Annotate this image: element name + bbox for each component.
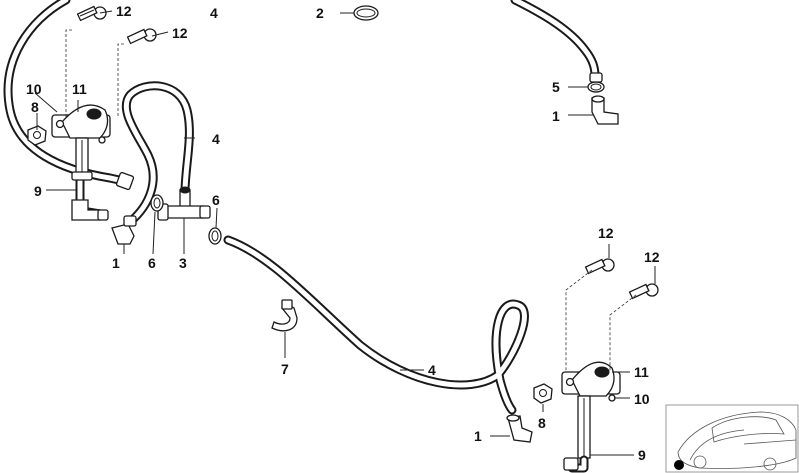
label-12-a: 12 (116, 3, 132, 19)
label-8-right: 8 (538, 415, 546, 431)
label-11-right: 11 (634, 364, 649, 380)
label-1-left: 1 (112, 255, 120, 271)
label-4-top: 4 (210, 5, 218, 21)
bolt-right-1 (584, 258, 615, 275)
label-12-b: 12 (172, 25, 188, 41)
elbow-connector-right-bottom (506, 414, 533, 443)
label-8-left: 8 (31, 99, 39, 115)
label-1-right-top: 1 (552, 108, 560, 124)
elbow-connector-left-bottom (71, 199, 109, 221)
holder-clip-7 (271, 299, 298, 332)
bolt-right-2 (628, 283, 659, 300)
label-12-c: 12 (598, 225, 614, 241)
elbow-connector-right-top (591, 95, 619, 125)
label-7: 7 (281, 361, 289, 377)
washer-jet-nozzle-left (51, 104, 111, 181)
label-4-middle: 4 (212, 131, 220, 147)
label-3: 3 (179, 255, 187, 271)
label-11-left: 11 (72, 81, 87, 97)
label-9-left: 9 (34, 183, 42, 199)
hose-top-right (510, 0, 600, 81)
nut-left (27, 125, 47, 146)
location-marker-icon (674, 460, 684, 470)
label-12-d: 12 (644, 249, 660, 265)
label-6-left: 6 (148, 255, 156, 271)
hose-clip-right (208, 227, 222, 245)
car-thumbnail (665, 404, 799, 473)
label-10-right: 10 (634, 391, 650, 407)
t-connector (157, 186, 211, 221)
bolt-left-top (76, 5, 107, 22)
elbow-connector-middle (111, 215, 137, 245)
washer-jet-nozzle-right (561, 361, 621, 459)
label-9-right: 9 (638, 447, 646, 463)
hose-clip-5 (587, 72, 605, 93)
label-4-bottom: 4 (428, 362, 436, 378)
hose-right-bottom (563, 455, 589, 473)
callout-labels: 12 4 12 10 11 8 4 9 6 1 6 3 2 5 1 12 12 … (26, 3, 660, 463)
nut-right (533, 383, 553, 404)
label-2: 2 (316, 5, 324, 21)
hose-middle-loop (121, 81, 194, 227)
hose-long (223, 235, 529, 415)
car-outline-icon (677, 411, 797, 471)
hose-clamp-2 (353, 5, 379, 21)
label-5: 5 (552, 79, 560, 95)
bolt-left-second (126, 28, 157, 45)
label-10-left: 10 (26, 81, 42, 97)
label-1-right-bottom: 1 (474, 428, 482, 444)
leader-lines (34, 10, 656, 456)
hose-end-left (115, 171, 135, 191)
hose-clip-left (150, 194, 164, 212)
label-6-right: 6 (212, 192, 220, 208)
